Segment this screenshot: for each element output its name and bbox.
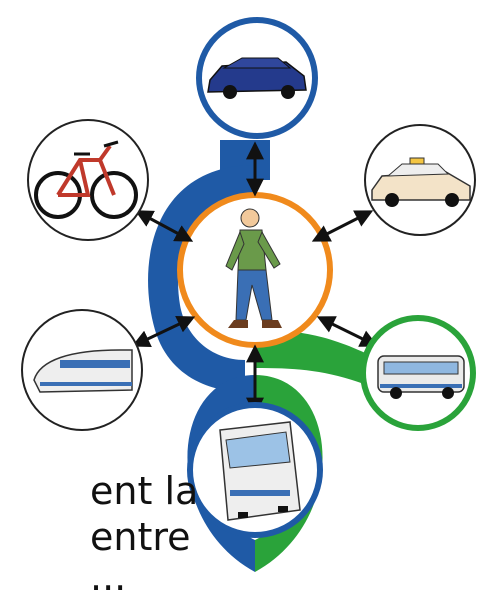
track-green-link xyxy=(255,330,380,390)
node-bicycle xyxy=(27,119,149,241)
caption-line-3: ... xyxy=(90,555,127,599)
bicycle-icon xyxy=(34,140,138,219)
arrows xyxy=(131,141,379,416)
arrow-taxi xyxy=(311,210,374,242)
node-taxi xyxy=(364,124,476,236)
node-car xyxy=(196,17,318,139)
bus-icon xyxy=(377,355,465,399)
caption-line-1: ent la xyxy=(90,469,199,513)
arrow-bus xyxy=(316,316,379,347)
tram-icon xyxy=(219,421,301,521)
arrow-train xyxy=(131,316,196,347)
center-node xyxy=(177,192,333,348)
taxi-icon xyxy=(371,157,471,207)
arrow-bicycle xyxy=(134,210,194,242)
node-train xyxy=(21,309,143,431)
high-speed-train-icon xyxy=(33,349,133,393)
walking-person-icon xyxy=(225,208,282,328)
node-bus xyxy=(360,315,476,431)
car-icon xyxy=(207,57,307,99)
caption-line-2: entre xyxy=(90,515,191,559)
node-tram xyxy=(187,402,323,538)
mobility-diagram xyxy=(21,17,476,572)
